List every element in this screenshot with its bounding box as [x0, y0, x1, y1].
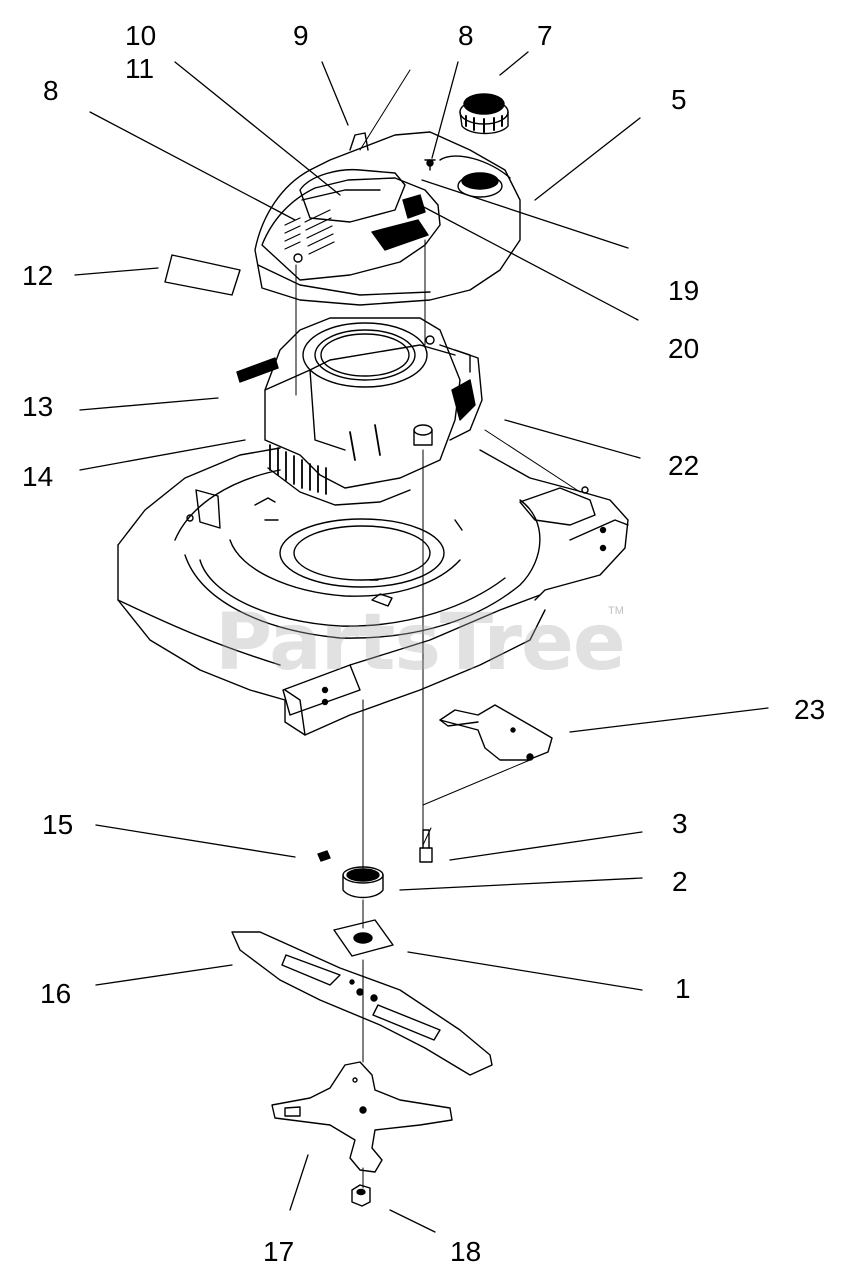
callout-2[interactable]: 2: [672, 866, 688, 897]
callout-7[interactable]: 7: [537, 20, 553, 51]
callout-23[interactable]: 23: [794, 694, 826, 725]
blade-baffle: [271, 1061, 453, 1173]
callout-9[interactable]: 9: [293, 20, 309, 51]
callout-1[interactable]: 1: [675, 973, 691, 1004]
engine: [264, 317, 483, 506]
callout-8-right[interactable]: 8: [458, 20, 474, 51]
decal: [164, 254, 241, 296]
callout-16[interactable]: 16: [40, 978, 72, 1009]
watermark: PartsTree: [215, 598, 626, 688]
callout-3[interactable]: 3: [672, 808, 688, 839]
small-nut: [317, 850, 331, 862]
callout-18[interactable]: 18: [450, 1236, 482, 1267]
blade-plate: [333, 919, 394, 957]
blade-adapter: [342, 866, 384, 899]
bolt: [419, 829, 433, 863]
callout-14[interactable]: 14: [22, 461, 54, 492]
callout-10[interactable]: 10: [125, 20, 157, 51]
bracket: [439, 704, 553, 761]
engine-cover: [254, 131, 521, 306]
fuel-cap: [459, 93, 509, 135]
screw-8: [424, 159, 436, 171]
hex-nut: [351, 1184, 371, 1207]
callout-19[interactable]: 19: [668, 275, 700, 306]
callout-15[interactable]: 15: [42, 809, 74, 840]
callout-5[interactable]: 5: [671, 84, 687, 115]
blade: [231, 931, 493, 1076]
trademark-mark: TM: [608, 605, 624, 617]
callout-22[interactable]: 22: [668, 450, 700, 481]
mower-deck: [117, 447, 629, 736]
callout-17[interactable]: 17: [263, 1236, 295, 1267]
callout-12[interactable]: 12: [22, 260, 54, 291]
callout-8-left[interactable]: 8: [43, 75, 59, 106]
callout-13[interactable]: 13: [22, 391, 54, 422]
callout-20[interactable]: 20: [668, 333, 700, 364]
spring: [236, 357, 279, 383]
callout-11[interactable]: 11: [125, 53, 155, 84]
